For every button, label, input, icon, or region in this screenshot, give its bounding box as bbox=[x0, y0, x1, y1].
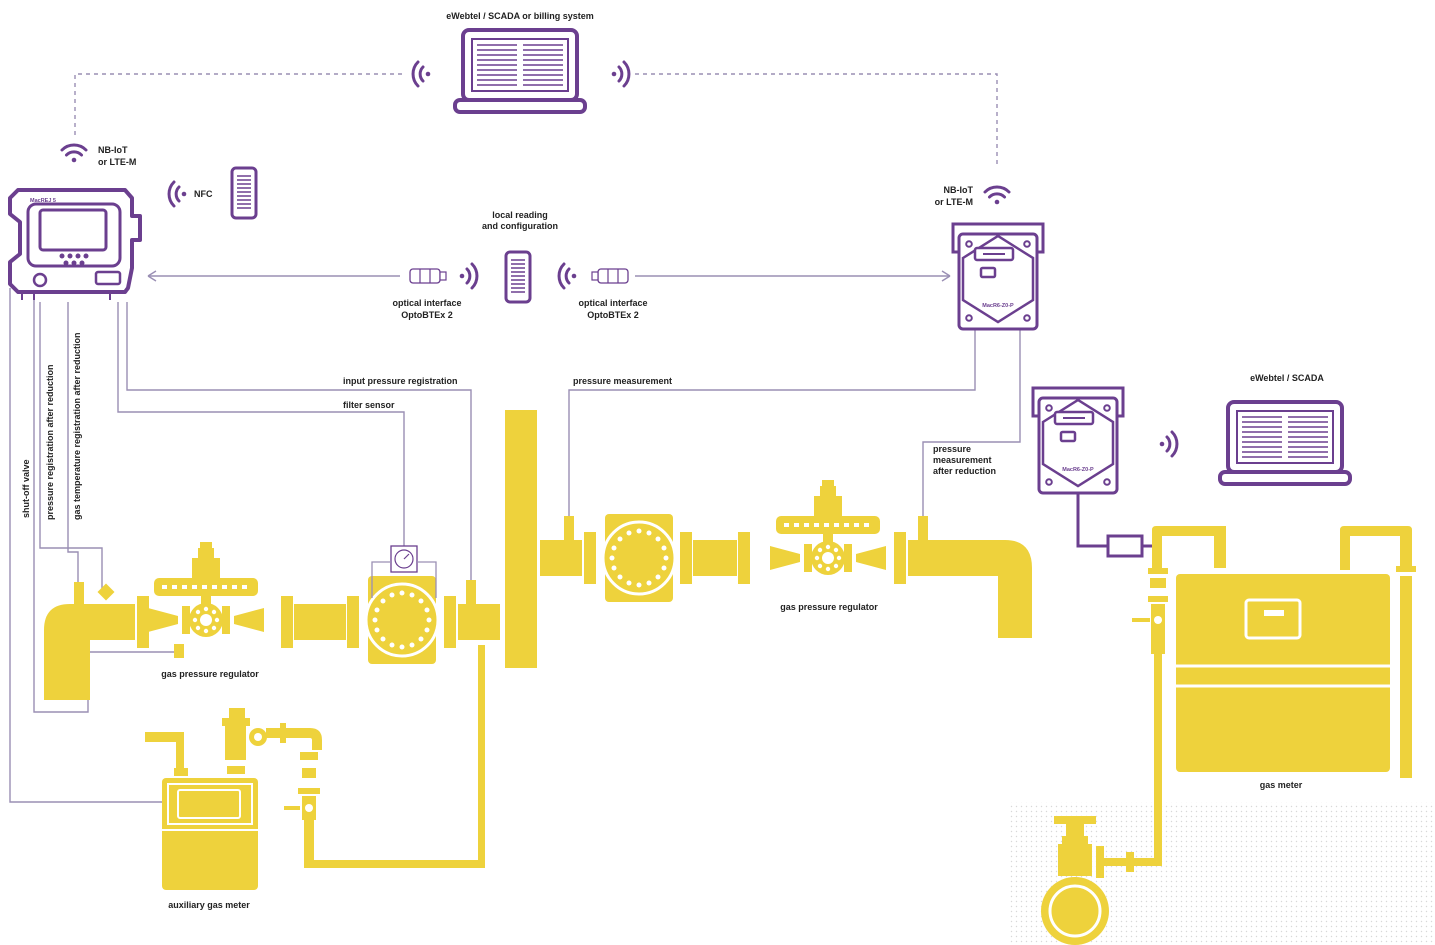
filter-sensor-label: filter sensor bbox=[343, 400, 395, 410]
wifi-icon bbox=[610, 60, 631, 88]
labels: eWebtel / SCADA or billing system NB-IoT… bbox=[21, 11, 1324, 910]
wifi-icon bbox=[983, 185, 1011, 206]
pressure-gauge-icon bbox=[371, 545, 437, 598]
wifi-icon bbox=[458, 262, 479, 290]
signal-lines bbox=[9, 73, 1021, 803]
gas-meter-icon bbox=[1176, 574, 1390, 772]
laptop-icon bbox=[1218, 400, 1352, 486]
optical-probe-icon bbox=[409, 268, 447, 284]
pressure-measurement-label: pressure measurement bbox=[573, 376, 672, 386]
scada-right-label: eWebtel / SCADA bbox=[1250, 373, 1324, 383]
macrej5-device bbox=[8, 143, 258, 300]
local-reading-label-2: and configuration bbox=[482, 221, 558, 231]
gas-temperature-label: gas temperature registration after reduc… bbox=[72, 332, 82, 520]
left-pipeline bbox=[44, 410, 537, 700]
optical-right-label-2: OptoBTEx 2 bbox=[587, 310, 639, 320]
optical-right-label-1: optical interface bbox=[578, 298, 647, 308]
regulator-left-label: gas pressure regulator bbox=[161, 669, 259, 679]
laptop-icon bbox=[453, 28, 587, 114]
phone-icon bbox=[230, 166, 258, 220]
scada-top-label: eWebtel / SCADA or billing system bbox=[446, 11, 594, 21]
optical-left-label-2: OptoBTEx 2 bbox=[401, 310, 453, 320]
regulator-right-label: gas pressure regulator bbox=[780, 602, 878, 612]
phone-icon bbox=[504, 250, 532, 304]
middle-pipeline bbox=[540, 480, 1032, 638]
local-reading bbox=[409, 250, 629, 304]
gas-meter-icon bbox=[162, 778, 258, 890]
nbiot-right-label-1: NB-IoT bbox=[944, 185, 974, 195]
nbiot-right-label-2: or LTE-M bbox=[935, 197, 973, 207]
device-left-label: MacREJ 5 bbox=[30, 198, 56, 204]
gas-meter-label: gas meter bbox=[1260, 780, 1303, 790]
right-meter-assembly bbox=[1041, 494, 1416, 945]
wifi-icon bbox=[60, 143, 88, 164]
optical-left-label-1: optical interface bbox=[392, 298, 461, 308]
nfc-label: NFC bbox=[194, 189, 213, 199]
aux-meter-label: auxiliary gas meter bbox=[168, 900, 250, 910]
pressure-after-label-3: after reduction bbox=[933, 466, 996, 476]
macr6-far-right-device bbox=[1031, 386, 1352, 495]
nbiot-left-label-2: or LTE-M bbox=[98, 157, 136, 167]
pressure-after-label-1: pressure bbox=[933, 444, 971, 454]
device-right-label: MacR6-Z0-P bbox=[982, 303, 1014, 309]
local-reading-label-1: local reading bbox=[492, 210, 548, 220]
nbiot-left-label-1: NB-IoT bbox=[98, 145, 128, 155]
wifi-icon bbox=[557, 262, 578, 290]
pressure-registration-label: pressure registration after reduction bbox=[45, 364, 55, 520]
aux-gas-line bbox=[145, 645, 485, 890]
wifi-icon bbox=[411, 60, 432, 88]
shut-off-valve-label: shut-off valve bbox=[21, 459, 31, 518]
scada-laptop-top bbox=[411, 28, 631, 114]
pressure-after-label-2: measurement bbox=[933, 455, 992, 465]
input-pressure-label: input pressure registration bbox=[343, 376, 458, 386]
wifi-icon bbox=[167, 180, 188, 208]
wifi-icon bbox=[1158, 430, 1179, 458]
device-far-right-label: MacR6-Z0-P bbox=[1062, 467, 1094, 473]
optical-probe-icon bbox=[591, 268, 629, 284]
